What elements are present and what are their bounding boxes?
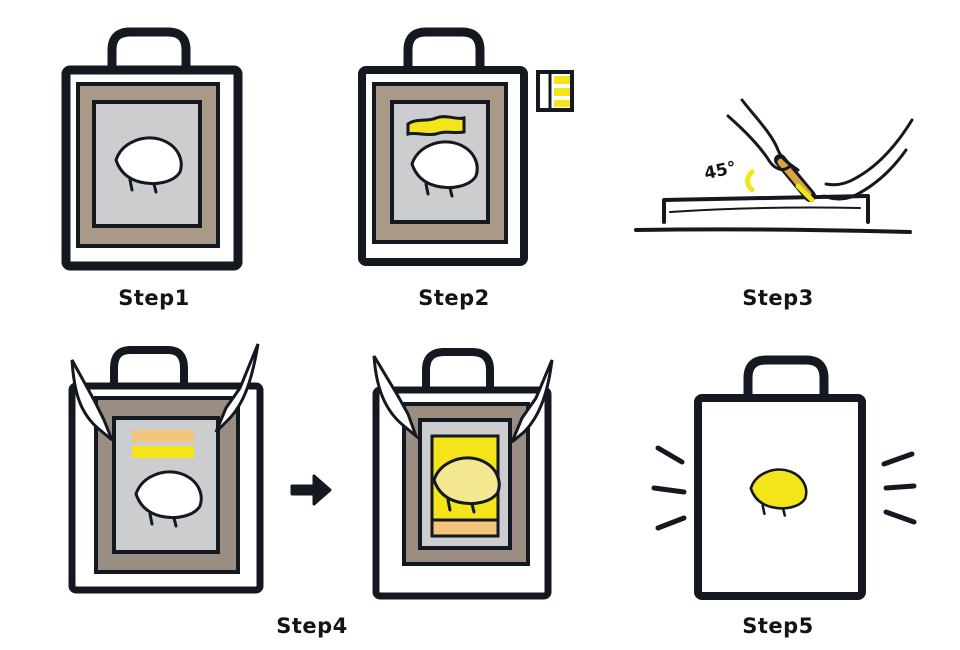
yellow-ink-bar [132, 446, 194, 458]
step4-label: Step4 [276, 614, 348, 638]
table-edge [669, 206, 861, 213]
work-table [634, 194, 912, 234]
step3-label: Step3 [742, 286, 814, 310]
step3-illustration: 45° [634, 98, 914, 234]
step2-illustration [358, 27, 574, 266]
orange-ink-bar [132, 430, 194, 442]
motion-lines-icon [651, 445, 917, 531]
bag-handle [110, 346, 188, 390]
arrow-right-icon [290, 474, 332, 506]
left-hand [70, 359, 114, 442]
bag-handle [107, 27, 191, 75]
orange-ink-remainder [430, 518, 500, 538]
angle-arc [745, 169, 755, 193]
bag-handle [403, 27, 485, 75]
step5-label: Step5 [742, 614, 814, 638]
left-hand [726, 98, 800, 172]
squeegee-icon [774, 154, 816, 203]
bag-handle [422, 348, 494, 394]
left-hand [372, 355, 420, 441]
step4-before-illustration [68, 343, 264, 594]
step4-after-illustration [372, 348, 554, 600]
ink-jar-icon [536, 70, 574, 112]
right-hand [510, 359, 554, 444]
bag-handle [743, 355, 829, 403]
step1-illustration [61, 27, 243, 271]
right-hand [214, 343, 260, 434]
step2-label: Step2 [418, 286, 490, 310]
right-hand [822, 118, 914, 201]
step1-label: Step1 [118, 286, 190, 310]
yellow-ink-strip [406, 115, 466, 137]
angle-annotation: 45° [702, 158, 738, 184]
step5-illustration [651, 355, 917, 600]
